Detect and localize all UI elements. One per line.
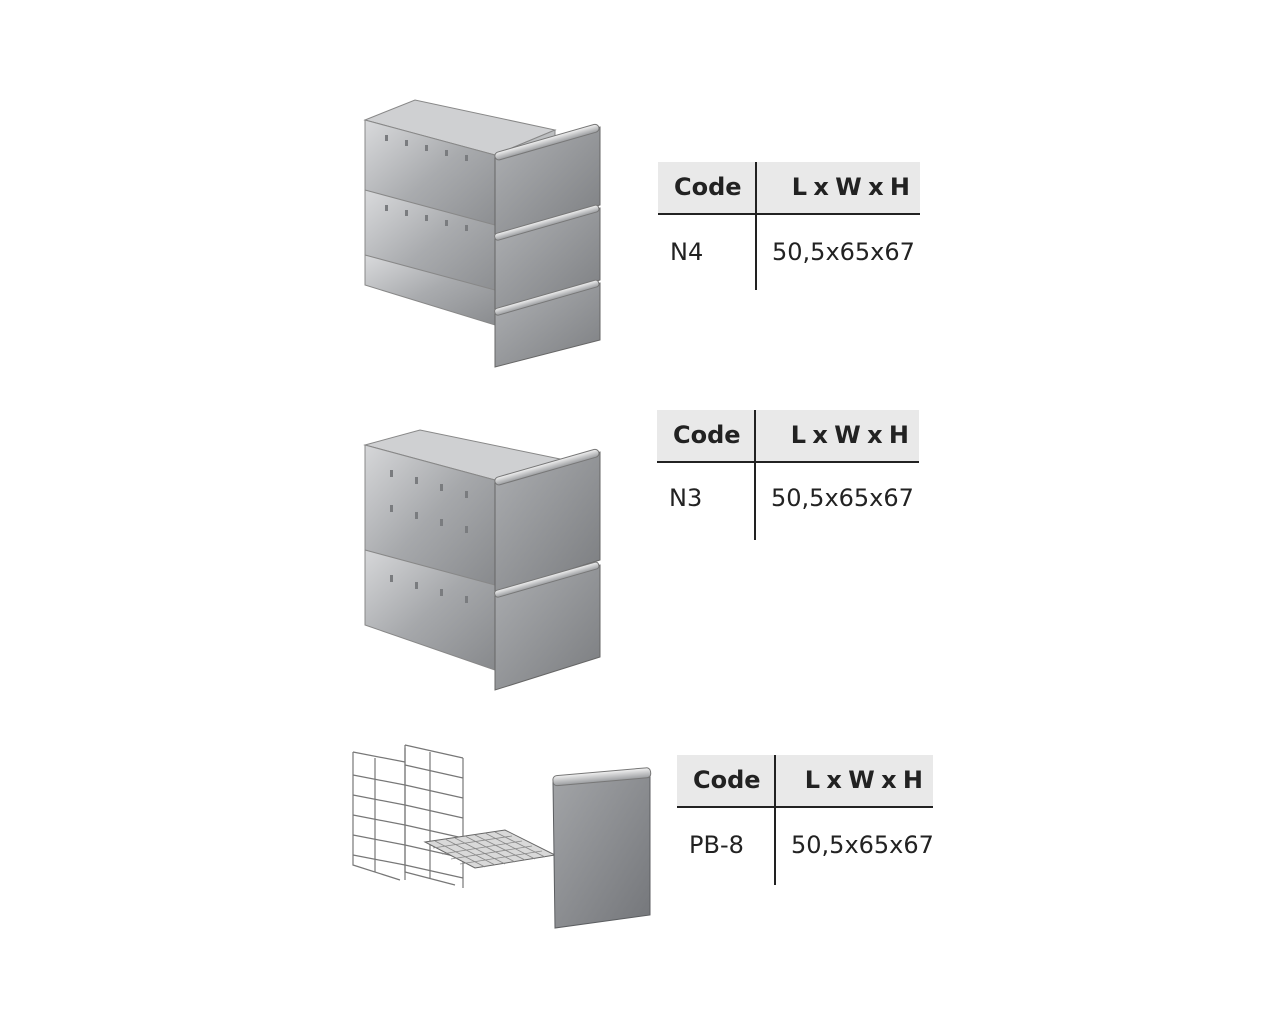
header-code: Code	[674, 173, 742, 201]
column-divider	[754, 410, 756, 540]
spec-table-n4: Code L x W x H N4 50,5x65x67	[658, 162, 920, 292]
header-dimensions: L x W x H	[790, 421, 909, 449]
product-dimensions: 50,5x65x67	[771, 484, 914, 512]
header-code: Code	[693, 766, 761, 794]
table-header: Code L x W x H	[657, 410, 919, 463]
header-code: Code	[673, 421, 741, 449]
table-header: Code L x W x H	[677, 755, 933, 808]
three-drawer-unit-image	[363, 99, 601, 368]
spec-table-pb8: Code L x W x H PB-8 50,5x65x67	[677, 755, 934, 885]
rack-kit-and-door-image	[352, 744, 652, 929]
header-dimensions: L x W x H	[791, 173, 910, 201]
product-dimensions: 50,5x65x67	[772, 238, 915, 266]
column-divider	[774, 755, 776, 885]
two-drawer-unit-image	[363, 429, 601, 691]
header-dimensions: L x W x H	[804, 766, 923, 794]
table-header: Code L x W x H	[658, 162, 920, 215]
product-code: N3	[669, 484, 703, 512]
spec-table-n3: Code L x W x H N3 50,5x65x67	[657, 410, 919, 540]
column-divider	[755, 162, 757, 290]
product-code: PB-8	[689, 831, 744, 859]
product-code: N4	[670, 238, 704, 266]
product-dimensions: 50,5x65x67	[791, 831, 934, 859]
